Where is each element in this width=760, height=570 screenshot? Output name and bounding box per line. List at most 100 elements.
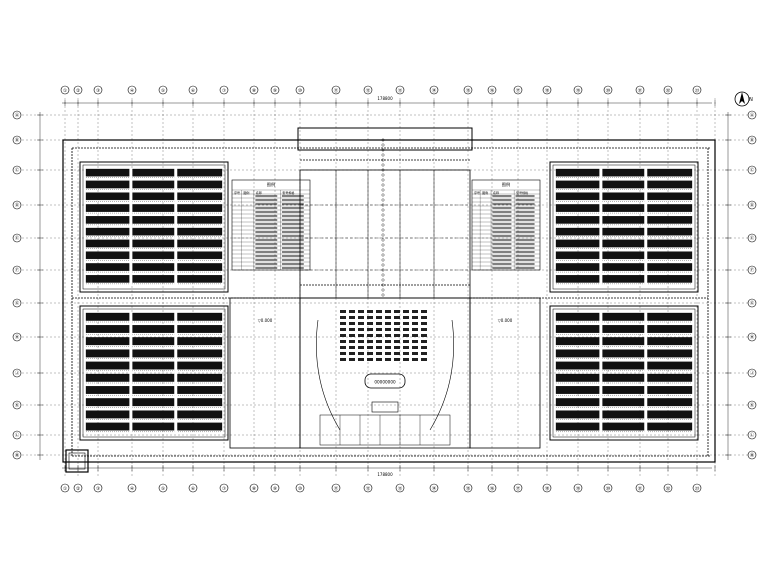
building-outline <box>62 127 716 473</box>
wing-inner-boundary <box>552 308 696 438</box>
grid-bubble-top <box>463 85 473 95</box>
auditorium-wall-right <box>429 319 454 431</box>
auditorium-seat <box>376 340 382 343</box>
aisle <box>129 168 133 286</box>
auditorium-seat <box>412 346 418 349</box>
auditorium-seat <box>403 328 409 331</box>
auditorium-seat <box>403 346 409 349</box>
auditorium-seat <box>412 322 418 325</box>
auditorium-seat <box>367 340 373 343</box>
desk-row <box>85 263 223 271</box>
auditorium-seat <box>421 328 427 331</box>
auditorium-seat <box>367 328 373 331</box>
stair-box <box>65 449 89 473</box>
grid-bubble-bottom <box>463 483 473 493</box>
legend-column-header: 型号规格 <box>282 190 294 195</box>
grid-bubble-bottom-label: ⑥ <box>191 486 195 492</box>
auditorium-seat <box>376 346 382 349</box>
grid-bubble-top <box>127 85 137 95</box>
auditorium-seat <box>385 358 391 361</box>
desk-row <box>85 168 223 177</box>
riser-fitting <box>381 168 385 172</box>
desk-row <box>85 180 223 189</box>
riser-fitting <box>381 278 385 282</box>
grid-bubble-right-label: Ⓜ <box>750 452 755 459</box>
grid-bubble-bottom <box>219 483 229 493</box>
auditorium-seat <box>340 328 346 331</box>
riser-fitting <box>381 213 385 217</box>
grid-bubble-bottom-label: ① <box>63 486 67 492</box>
desk-row <box>85 251 223 260</box>
legend-column-header: 序号 <box>474 190 480 195</box>
grid-bubble-bottom <box>73 483 83 493</box>
auditorium-seat <box>358 328 364 331</box>
riser-fitting <box>381 233 385 237</box>
desk-row <box>85 275 223 283</box>
grid-bubble-right <box>747 200 757 210</box>
legend-column-header: 名称 <box>493 190 499 195</box>
grid-bubble-left-label: Ⓙ <box>15 370 20 377</box>
grid-bubble-top-label: ⑩ <box>298 88 302 94</box>
auditorium-seat <box>385 346 391 349</box>
central-core <box>231 138 541 449</box>
riser-fitting <box>381 293 385 297</box>
grid-bubble-bottom-label: ⑳ <box>606 485 611 492</box>
desk-row <box>555 180 693 189</box>
grid-bubble-bottom-label: ⑮ <box>466 485 471 492</box>
auditorium-seat <box>349 316 355 319</box>
grid-bubble-bottom-label: ⑬ <box>398 485 403 492</box>
grid-bubble-right <box>747 165 757 175</box>
desk-row <box>85 312 223 321</box>
grid-bubble-bottom-label: ㉑ <box>638 485 643 492</box>
auditorium-seat <box>376 352 382 355</box>
grid-bubble-bottom-label: ⑧ <box>252 486 256 492</box>
bottom-total-dimension: 178800 <box>377 472 393 477</box>
auditorium <box>299 297 471 449</box>
grid-bubble-bottom-label: ② <box>76 486 80 492</box>
auditorium-seat <box>376 334 382 337</box>
auditorium-seat <box>385 316 391 319</box>
desk-row <box>555 373 693 382</box>
auditorium-seat <box>412 310 418 313</box>
auditorium-seat <box>349 322 355 325</box>
grid-bubble-right <box>747 368 757 378</box>
auditorium-seat <box>394 310 400 313</box>
aisle <box>644 168 648 286</box>
grid-bubble-top <box>249 85 259 95</box>
desk-row <box>85 325 223 333</box>
auditorium-seat <box>403 358 409 361</box>
grid-bubble-top-label: ⑥ <box>191 88 195 94</box>
grid-bubble-bottom <box>60 483 70 493</box>
auditorium-seat <box>394 352 400 355</box>
wing-inner-boundary <box>82 308 226 438</box>
auditorium-seat <box>412 358 418 361</box>
grid-bubble-bottom-label: ⑪ <box>334 485 339 492</box>
auditorium-seat <box>349 310 355 313</box>
grid-bubble-bottom <box>692 483 702 493</box>
drawing-text: 178800178800▽0.000▽0.00000000000图例序号图例名称… <box>15 87 755 492</box>
grid-bubble-right <box>747 135 757 145</box>
grid-bubble-left <box>12 298 22 308</box>
desk-row <box>555 263 693 271</box>
auditorium-seat <box>421 340 427 343</box>
auditorium-seat <box>412 328 418 331</box>
grid-bubble-bottom-label: ㉒ <box>666 485 671 492</box>
grid-bubble-bottom <box>270 483 280 493</box>
legend-table <box>471 179 541 271</box>
riser-fitting <box>381 248 385 252</box>
desk-row <box>85 192 223 201</box>
desk-row <box>555 168 693 177</box>
auditorium-seat <box>349 334 355 337</box>
grid-bubble-right <box>747 450 757 460</box>
grid-bubble-right-label: Ⓒ <box>750 167 755 174</box>
grid-bubble-top-label: ② <box>76 88 80 94</box>
riser-fitting <box>381 208 385 212</box>
aisle <box>174 168 178 286</box>
desk-row <box>555 398 693 407</box>
wing-inner-boundary <box>552 164 696 290</box>
auditorium-seat <box>358 346 364 349</box>
desk-row <box>555 325 693 333</box>
grid-bubble-top <box>635 85 645 95</box>
